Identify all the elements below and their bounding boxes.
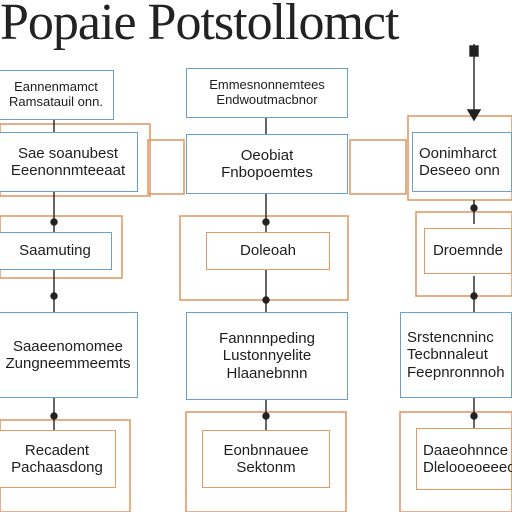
node-c3-r2: Oonimharct Deseeo onn	[412, 132, 512, 192]
frame-c1-r2	[0, 123, 151, 197]
diagram-title: Popaie Potstollomct	[0, 0, 399, 51]
node-c1-r2-line2: Eeenonnmteeaat	[10, 162, 126, 179]
node-c3-r3: Droemnde	[424, 228, 512, 274]
node-c2-r2-line1: Oeobiat	[240, 146, 294, 164]
node-c1-r5: Recadent Pachaasdong	[0, 430, 116, 488]
node-c3-r3-line1: Droemnde	[432, 242, 504, 260]
node-c3-r4: Srstencnninc Tecbnnaleut Feepnronnnoh	[400, 312, 512, 398]
frame-c3-r3	[415, 211, 512, 297]
node-c2-r3: Doleoah	[206, 232, 330, 270]
node-c3-r5-line1: Daaeohnnce	[423, 441, 509, 459]
node-c3-r5-line2: Dlelooeoeeec	[423, 459, 512, 476]
node-c1-r1-line1: Eannenmamct	[14, 80, 98, 95]
frame-c3-r2	[407, 115, 512, 201]
node-c2-r2-line2: Fnbopoemtes	[221, 164, 313, 181]
node-c3-r5: Daaeohnnce Dlelooeoeeec	[416, 428, 512, 490]
node-c1-r4: Saaeenomomee Zungneemmeemts	[0, 312, 138, 398]
node-c3-r4-line2: Tecbnnaleut	[407, 346, 488, 364]
node-c2-r3-line1: Doleoah	[240, 242, 296, 260]
node-c2-r5: Eonbnnauee Sektonm	[202, 430, 330, 488]
node-c2-r1-line1: Emmesnonnemtees	[209, 78, 325, 93]
node-c1-r3: Saamuting	[0, 232, 112, 270]
frame-c1-r5	[0, 419, 131, 512]
node-c1-r4-line1: Saaeenomomee	[12, 337, 124, 355]
node-c2-r1: Emmesnonnemtees Endwoutmacbnor	[186, 68, 348, 118]
node-c2-r4-line3: Hlaanebnnn	[226, 364, 308, 382]
node-c1-r4-line2: Zungneemmeemts	[5, 355, 131, 372]
node-c2-r2: Oeobiat Fnbopoemtes	[186, 134, 348, 194]
node-c3-r2-line2: Deseeo onn	[419, 162, 500, 179]
frame-c1-r3	[0, 215, 123, 279]
side-block-right	[349, 139, 407, 195]
node-c1-r1: Eannenmamct Ramsatauil onn.	[0, 70, 114, 120]
side-block-left	[147, 139, 185, 195]
node-c3-r2-line1: Oonimharct	[419, 144, 497, 162]
node-c3-r4-line1: Srstencnninc	[407, 329, 494, 347]
node-c2-r5-line2: Sektonm	[236, 459, 296, 476]
node-c1-r5-line2: Pachaasdong	[11, 459, 103, 476]
frame-c3-r5	[399, 411, 512, 512]
node-c1-r2: Sae soanubest Eeenonnmteeaat	[0, 132, 138, 192]
node-c2-r1-line2: Endwoutmacbnor	[216, 93, 318, 107]
node-c3-r4-line3: Feepnronnnoh	[407, 363, 505, 381]
node-c2-r4-line2: Lustonnyelite	[222, 347, 312, 365]
node-c1-r2-line1: Sae soanubest	[17, 144, 119, 162]
node-c2-r4-line1: Fannnnpeding	[219, 330, 315, 348]
node-c2-r5-line1: Eonbnnauee	[223, 441, 309, 459]
node-c1-r5-line1: Recadent	[24, 441, 90, 459]
node-c2-r4: Fannnnpeding Lustonnyelite Hlaanebnnn	[186, 312, 348, 400]
node-c1-r3-line1: Saamuting	[19, 242, 91, 260]
node-c1-r1-line2: Ramsatauil onn.	[9, 95, 103, 109]
